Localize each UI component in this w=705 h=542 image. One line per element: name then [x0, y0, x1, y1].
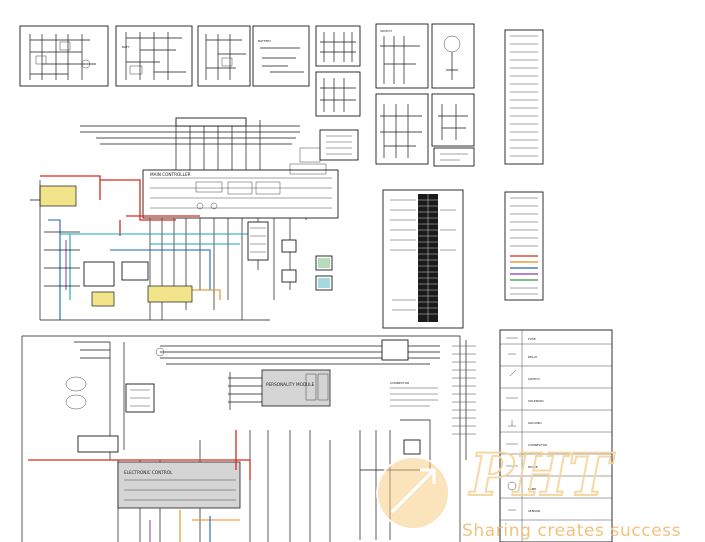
- lower-schematic-frame: PERSONALITY MODULE ELECTRONIC CONTROL CO…: [21, 335, 476, 542]
- detail-box-3: [197, 25, 251, 87]
- svg-text:BATT: BATT: [122, 45, 130, 49]
- detail-box-6: [315, 71, 361, 117]
- legend-item-solenoid: SOLENOID: [528, 399, 544, 403]
- symbol-legend-top: [504, 29, 544, 165]
- legend-item-ground: GROUND: [528, 421, 542, 425]
- electronic-control-module: [117, 461, 241, 509]
- component-legend: FUSE RELAY SWITCH SOLENOID GROUND CONNEC…: [499, 329, 613, 542]
- detail-box-2: BATT: [115, 25, 193, 87]
- legend-item-lamp: LAMP: [528, 487, 536, 491]
- module-label-electronic: ELECTRONIC CONTROL: [124, 470, 173, 475]
- personality-module: [261, 369, 331, 407]
- detail-box-8: SWITCH: [375, 23, 429, 89]
- legend-item-switch: SWITCH: [528, 377, 540, 381]
- detail-box-1: [19, 25, 109, 87]
- watermark-text: Sharing creates success: [462, 521, 681, 541]
- watermark-logo-letters: PHT: [468, 441, 615, 509]
- detail-box-7: [319, 129, 359, 161]
- legend-item-relay: RELAY: [528, 355, 538, 359]
- legend-item-diode: DIODE: [528, 465, 538, 469]
- legend-item-fuse: FUSE: [528, 337, 536, 341]
- legend-item-connector: CONNECTOR: [528, 443, 547, 447]
- detail-box-10: [375, 93, 429, 165]
- watermark: PHT Sharing creates success: [376, 440, 681, 541]
- detail-box-11: [431, 93, 475, 147]
- connector-pin-chart: [382, 189, 464, 329]
- detail-box-9: [431, 23, 475, 89]
- module-label-main: MAIN CONTROLLER: [150, 172, 191, 177]
- highlight-block: [39, 185, 77, 207]
- legend-item-sensor: SENSOR: [528, 509, 540, 513]
- wire-color-legend: [504, 191, 544, 301]
- detail-box-12: [433, 147, 475, 167]
- detail-box-4: BATTERY: [252, 25, 310, 87]
- svg-text:SWITCH: SWITCH: [380, 29, 392, 33]
- svg-text:CONNECTOR: CONNECTOR: [390, 381, 409, 385]
- main-controller-block: MAIN CONTROLLER: [30, 117, 339, 321]
- module-label-personality: PERSONALITY MODULE: [266, 382, 315, 387]
- detail-box-5: [315, 25, 361, 67]
- svg-text:BATTERY: BATTERY: [258, 39, 271, 43]
